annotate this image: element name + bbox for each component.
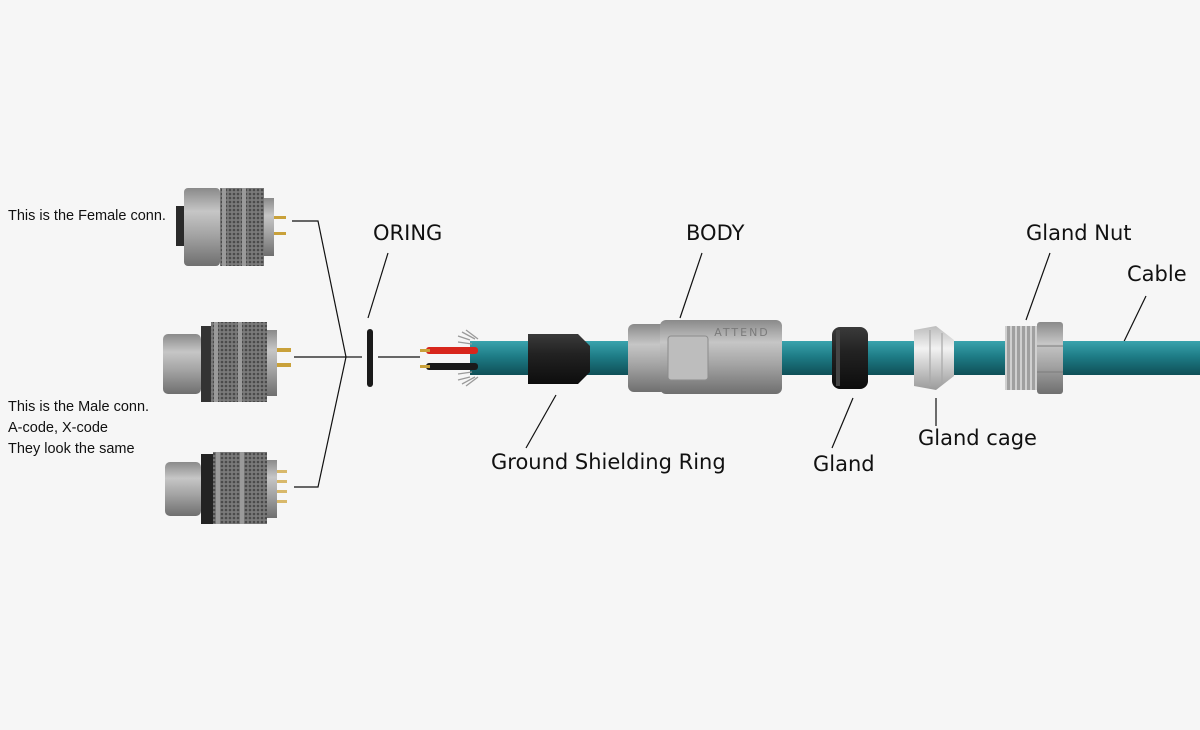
male-label-line1: This is the Male conn.	[8, 399, 150, 415]
female-connector	[176, 188, 286, 266]
male-connector-x-code	[165, 452, 287, 524]
body-label: BODY	[686, 221, 745, 245]
ground-ring-part	[528, 334, 590, 384]
leader-gland-nut	[1025, 252, 1051, 321]
female-label: This is the Female conn.	[8, 208, 166, 224]
body-part: ATTEND	[628, 320, 782, 394]
ground-ring-label: Ground Shielding Ring	[491, 450, 726, 474]
shield-braid	[457, 329, 479, 387]
leader-lines	[292, 220, 1147, 488]
gland-cage-label: Gland cage	[918, 426, 1037, 450]
gland-nut-part	[1005, 322, 1063, 394]
oring-label: ORING	[373, 221, 443, 245]
leader-ground-ring	[525, 394, 557, 449]
cable-label: Cable	[1127, 262, 1187, 286]
male-label-line3: They look the same	[8, 441, 135, 457]
male-label-line2: A-code, X-code	[8, 420, 108, 436]
gland-cage-part	[914, 326, 954, 390]
male-connector	[163, 322, 291, 402]
gland-label: Gland	[813, 452, 875, 476]
gland-part	[832, 327, 868, 389]
leader-body	[679, 252, 703, 319]
leader-male-b	[294, 356, 347, 488]
leader-gland	[831, 397, 854, 449]
body-marking: ATTEND	[714, 326, 770, 339]
leader-oring	[367, 252, 389, 319]
exposed-wires	[420, 347, 478, 370]
gland-nut-label: Gland Nut	[1026, 221, 1132, 245]
oring-part	[367, 329, 373, 387]
leader-female	[292, 220, 347, 358]
